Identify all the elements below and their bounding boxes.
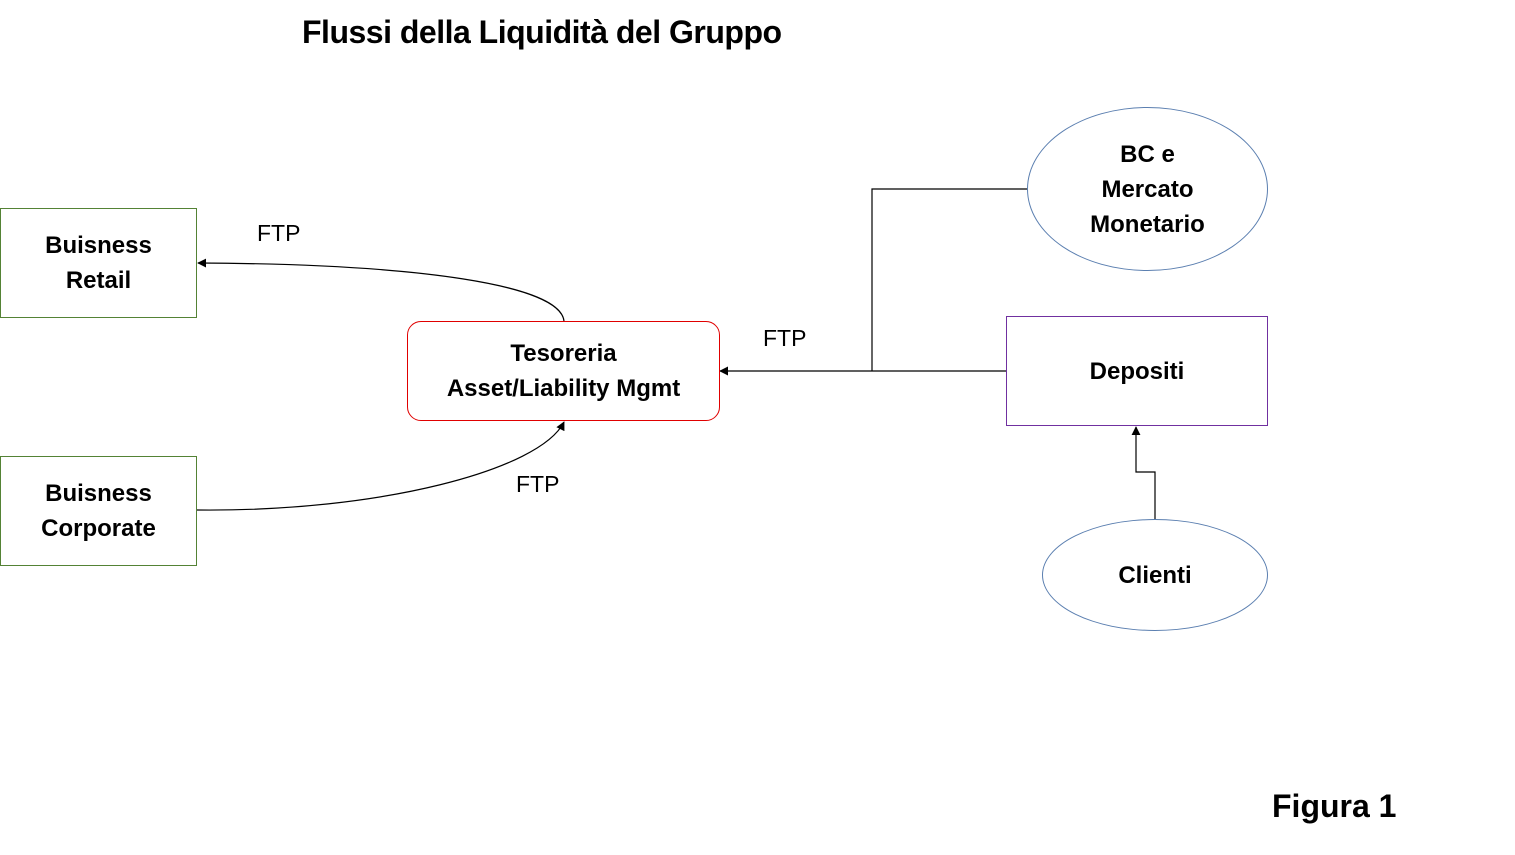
clienti-label: Clienti [1118,561,1192,589]
clienti-ellipse: Clienti [1042,519,1268,631]
ftp-label-corporate: FTP [516,471,560,497]
ftp-label-retail: FTP [257,220,301,246]
business-corporate-box: Buisness Corporate [0,456,197,566]
bc-mercato-label: BC e Mercato Monetario [1090,140,1205,238]
business-retail-label: Buisness Retail [45,232,152,294]
diagram-title: Flussi della Liquidità del Gruppo [302,14,782,50]
depositi-label: Depositi [1089,357,1185,385]
depositi-box: Depositi [1006,316,1268,426]
business-corporate-label: Buisness Corporate [41,480,156,542]
connector-clienti-to-depositi [1131,426,1156,519]
connector-tesoreria-to-retail [197,258,565,322]
connector-bc-mercato-to-tesoreria [871,188,1027,371]
tesoreria-box: Tesoreria Asset/Liability Mgmt [407,321,720,421]
ftp-label-depositi: FTP [763,325,807,351]
tesoreria-label: Tesoreria Asset/Liability Mgmt [446,340,681,402]
connector-corporate-to-tesoreria [196,421,565,511]
bc-mercato-ellipse: BC e Mercato Monetario [1027,107,1268,271]
business-retail-box: Buisness Retail [0,208,197,318]
figure-label: Figura 1 [1272,788,1397,824]
